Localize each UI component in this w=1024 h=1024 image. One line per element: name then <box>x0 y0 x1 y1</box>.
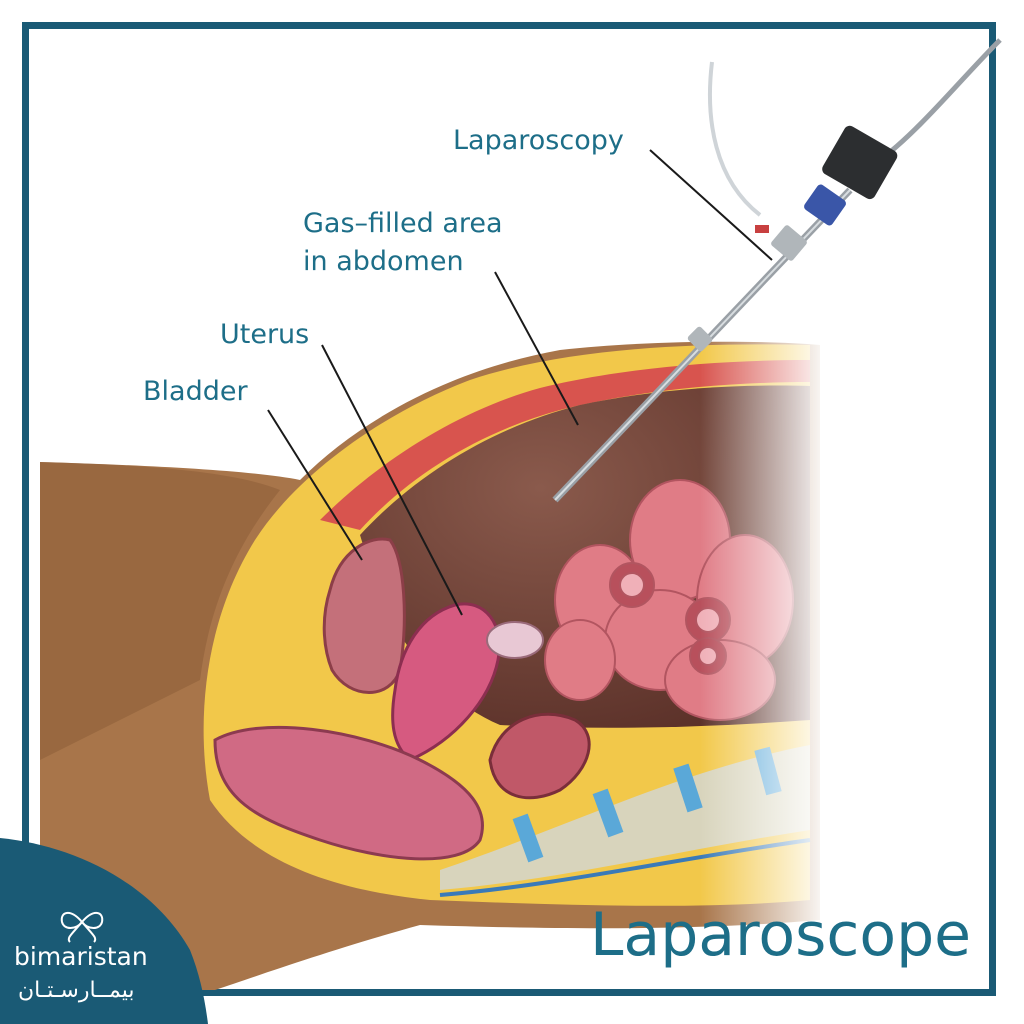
leader-gas-area <box>494 271 579 426</box>
label-uterus: Uterus <box>220 319 310 350</box>
logo-name: bimaristan <box>14 942 148 971</box>
label-gas-filled-area: Gas–filled area in abdomen <box>303 208 503 277</box>
skin-shadow <box>40 462 280 760</box>
rectum <box>213 725 484 861</box>
laparoscope-instrument <box>552 38 1002 503</box>
leader-laparoscopy <box>649 149 773 261</box>
leader-lines <box>267 149 773 616</box>
fade-overlay <box>700 330 830 930</box>
diagram-frame <box>22 22 996 996</box>
sigmoid-colon <box>488 712 591 800</box>
logo-arabic: بيمــارسـتـان <box>18 978 135 1003</box>
ovary <box>486 621 544 659</box>
bimaristan-logo: bimaristan بيمــارسـتـان <box>0 838 215 1024</box>
leader-uterus <box>321 344 463 616</box>
label-laparoscopy: Laparoscopy <box>453 125 624 156</box>
butterfly-icon <box>60 912 104 943</box>
logo-badge <box>0 838 208 1024</box>
label-bladder: Bladder <box>143 376 248 407</box>
diagram-title: Laparoscope <box>590 900 972 970</box>
leader-bladder <box>267 409 363 561</box>
